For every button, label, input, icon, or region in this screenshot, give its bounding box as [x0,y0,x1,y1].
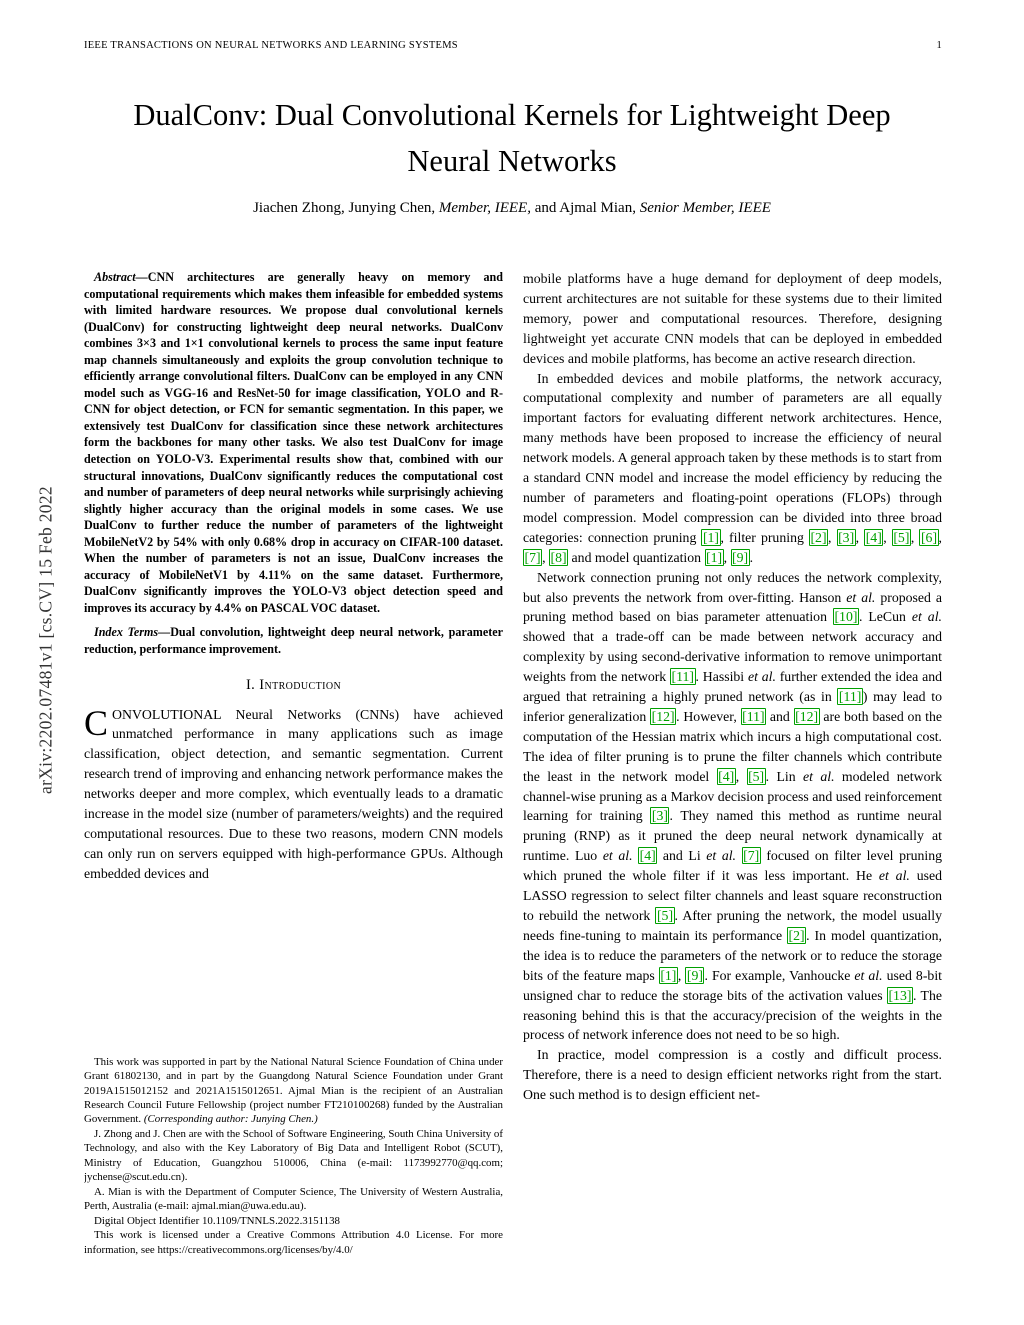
arxiv-stamp: arXiv:2202.07481v1 [cs.CV] 15 Feb 2022 [35,486,56,794]
body-paragraph-4: In practice, model compression is a cost… [523,1047,942,1103]
index-terms-label: Index Terms— [94,625,171,640]
citation-link[interactable]: [2] [808,528,829,546]
citation-link[interactable]: [12] [650,707,677,725]
page-number: 1 [936,40,942,51]
index-terms-text: Dual convolution, lightweight deep neura… [84,625,503,657]
footnote-affiliation-2: A. Mian is with the Department of Comput… [84,1185,503,1213]
citation-link[interactable]: [4] [864,528,884,546]
citation-link[interactable]: [3] [836,528,856,546]
author-affiliation-2: Senior Member, IEEE [639,200,771,216]
citation-link[interactable]: [5] [746,767,766,785]
abstract-label: Abstract— [94,270,148,284]
running-header: IEEE TRANSACTIONS ON NEURAL NETWORKS AND… [84,40,942,51]
citation-link[interactable]: [4] [716,767,736,785]
paper-title: DualConv: Dual Convolutional Kernels for… [133,98,891,179]
footnote-doi: Digital Object Identifier 10.1109/TNNLS.… [94,1214,341,1227]
footnotes-block: This work was supported in part by the N… [84,1055,503,1257]
citation-link[interactable]: [3] [650,807,670,825]
index-terms: Index Terms—Dual convolution, lightweigh… [84,624,503,657]
author-names-2: and Ajmal Mian, [530,200,640,216]
citation-link[interactable]: [1] [658,966,678,984]
drop-cap: C [84,702,109,743]
abstract: Abstract—CNN architectures are generally… [84,269,503,616]
authors-line: Jiachen Zhong, Junying Chen, Member, IEE… [0,200,1024,217]
column-left: Abstract—CNN architectures are generally… [84,269,503,1257]
section-heading-introduction: I. Introduction [245,676,342,693]
abstract-text: CNN architectures are generally heavy on… [84,270,503,615]
citation-link[interactable]: [11] [837,688,863,706]
intro-paragraph-text: ONVOLUTIONAL Neural Networks (CNNs) have… [84,706,503,881]
footnote-affiliation-1: J. Zhong and J. Chen are with the School… [84,1127,503,1184]
citation-link[interactable]: [11] [740,707,767,725]
corresponding-author-note: (Corresponding author: Junying Chen.) [143,1113,318,1126]
citation-link[interactable]: [11] [670,668,696,686]
license-text: This work is licensed under a Creative C… [84,1229,503,1256]
citation-link[interactable]: [9] [685,966,705,984]
citation-link[interactable]: [5] [891,528,911,546]
citation-link[interactable]: [9] [730,548,750,566]
citation-link[interactable]: [13] [886,986,913,1004]
citation-link[interactable]: [2] [787,926,807,944]
citation-link[interactable]: [6] [919,528,939,546]
citation-link[interactable]: [12] [793,707,820,725]
citation-link[interactable]: [8] [549,548,569,566]
body-paragraph-2: In embedded devices and mobile platforms… [523,370,942,566]
citation-link[interactable]: [10] [832,608,859,626]
author-names-1: Jiachen Zhong, Junying Chen, [253,200,439,216]
body-paragraph-1: mobile platforms have a huge demand for … [523,271,942,366]
footnote-funding: This work was supported in part by the N… [84,1055,503,1126]
two-column-body: Abstract—CNN architectures are generally… [84,269,942,1257]
citation-link[interactable]: [7] [741,847,761,865]
running-header-title: IEEE TRANSACTIONS ON NEURAL NETWORKS AND… [84,40,458,51]
citation-link[interactable]: [1] [701,528,721,546]
column-right: mobile platforms have a huge demand for … [523,269,942,1257]
author-affiliation-1: Member, IEEE, [438,200,531,216]
citation-link[interactable]: [1] [704,548,724,566]
citation-link[interactable]: [5] [655,907,675,924]
body-paragraph-3: Network connection pruning not only redu… [523,569,942,1043]
citation-link[interactable]: [4] [638,847,658,865]
citation-link[interactable]: [7] [523,548,543,566]
